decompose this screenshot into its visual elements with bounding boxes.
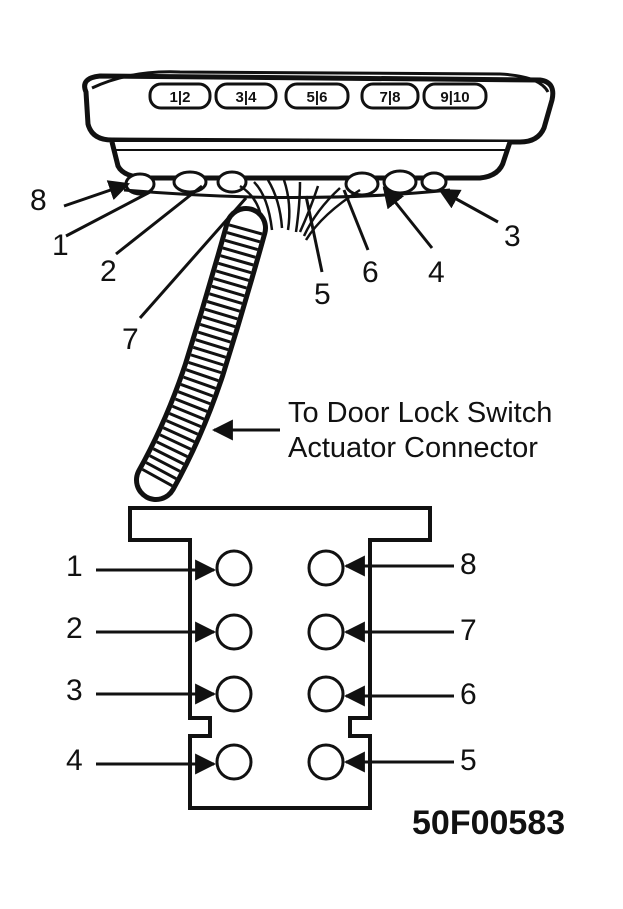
face-cavity-1 [215, 549, 253, 587]
cavity-key-label-1: 1|2 [170, 89, 191, 106]
face-cavity-2 [215, 613, 253, 651]
face-cavity-3 [215, 675, 253, 713]
cavity-key-4 [360, 82, 420, 110]
face-pin-label-7: 7 [460, 614, 477, 647]
harness-caption: To Door Lock Switch Actuator Connector [211, 397, 552, 464]
face-pin-label-5: 5 [460, 744, 477, 777]
face-pin-label-3: 3 [66, 674, 83, 707]
harness-pin-label-3: 3 [504, 220, 521, 253]
cavity-key-label-4: 7|8 [380, 89, 401, 106]
harness-pin-label-4: 4 [428, 256, 445, 289]
harness-pin-label-8: 8 [30, 184, 47, 217]
cavity-key-5 [422, 82, 488, 110]
face-pin-label-2: 2 [66, 612, 83, 645]
harness-pin-label-5: 5 [314, 278, 331, 311]
cavity-key-1 [148, 82, 212, 110]
cavity-key-label-2: 3|4 [236, 89, 258, 106]
face-cavity-7 [307, 613, 345, 651]
harness-pin-label-2: 2 [100, 255, 117, 288]
face-cavity-4 [215, 743, 253, 781]
cavity-key-3 [284, 82, 350, 110]
face-pin-label-8: 8 [460, 548, 477, 581]
face-pin-label-6: 6 [460, 678, 477, 711]
face-pin-labels: 1 2 3 4 8 7 6 5 [66, 548, 477, 777]
harness-pin-label-7: 7 [122, 323, 139, 356]
face-pin-label-4: 4 [66, 744, 83, 777]
harness-conduit [134, 206, 268, 502]
caption-line-2: Actuator Connector [288, 432, 538, 464]
face-cavity-5 [307, 743, 345, 781]
harness-pin-label-1: 1 [52, 229, 69, 262]
cavity-key-label-3: 5|6 [307, 89, 328, 106]
harness-pin-label-6: 6 [362, 256, 379, 289]
harness-pin-labels: 8 1 2 7 5 6 4 3 [30, 184, 521, 356]
connector-face [128, 506, 432, 810]
connector-key-strip: 1|2 3|4 5|6 7|8 9|10 [148, 82, 488, 110]
face-pin-label-1: 1 [66, 550, 83, 583]
caption-line-1: To Door Lock Switch [288, 397, 552, 429]
cavity-key-2 [214, 82, 278, 110]
face-cavities [215, 549, 345, 781]
face-cavity-8 [307, 549, 345, 587]
cavity-key-label-5: 9|10 [440, 89, 469, 106]
face-cavity-6 [307, 675, 345, 713]
figure-code: 50F00583 [412, 804, 565, 842]
terminal-bumps [123, 169, 451, 199]
harness-callouts [63, 180, 499, 319]
face-callout-arrows [96, 555, 454, 775]
